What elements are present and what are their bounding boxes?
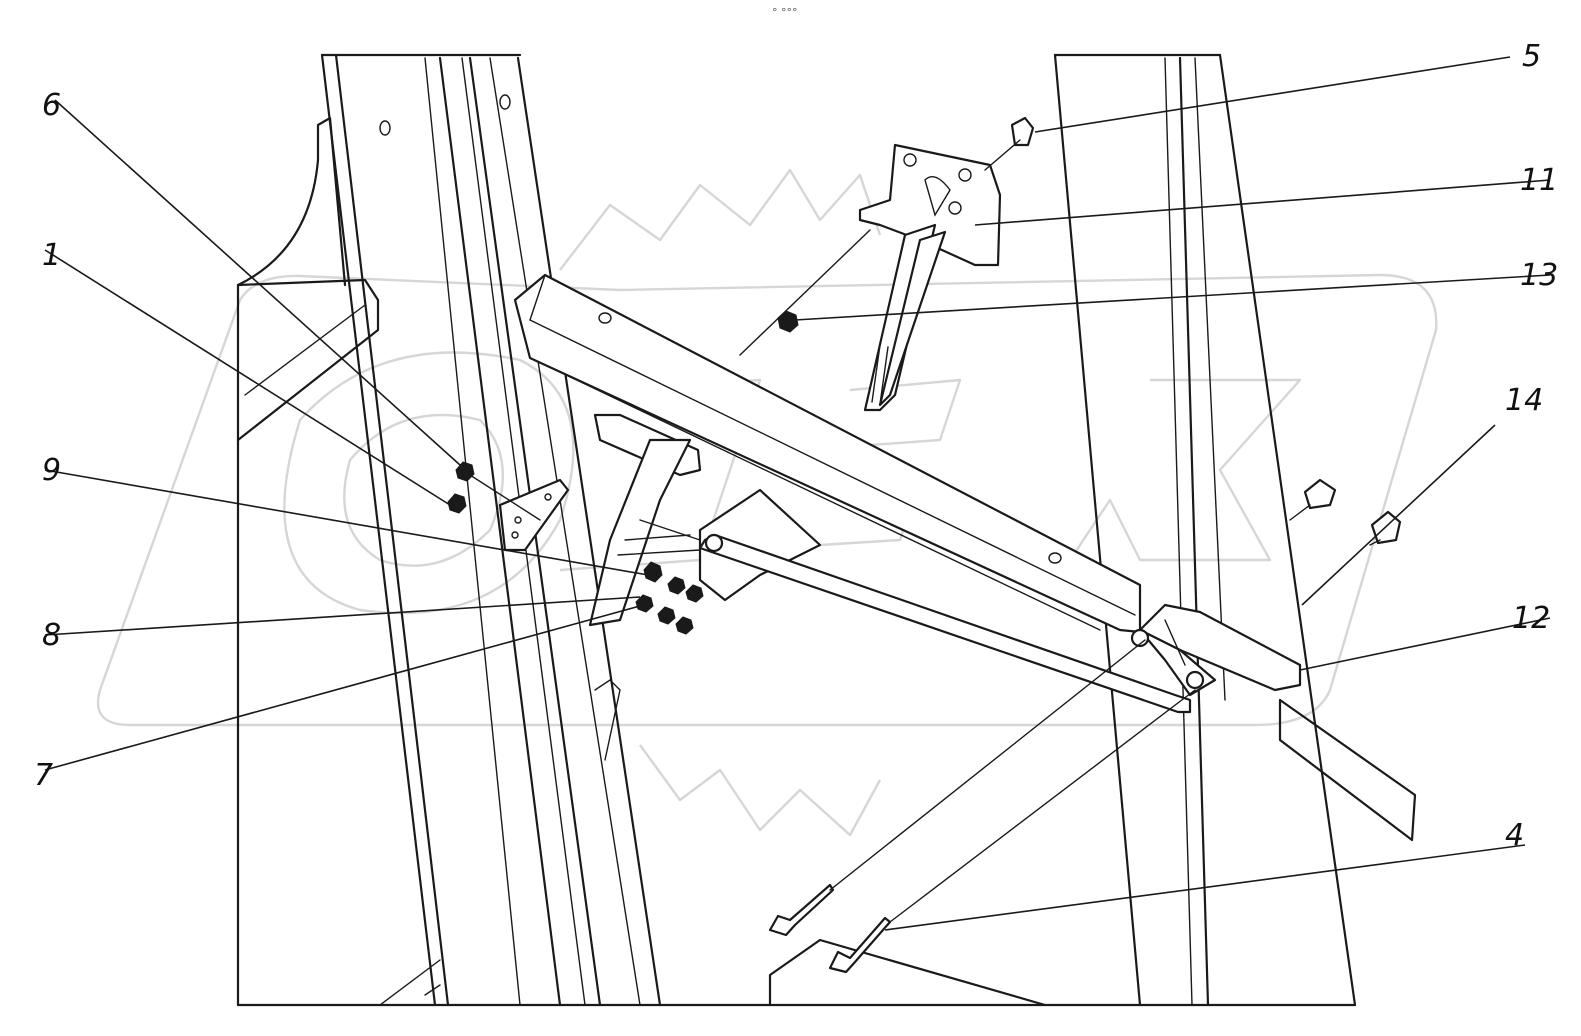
leader-lines <box>44 56 1551 931</box>
callout-8: 8 <box>42 618 61 653</box>
callout-6: 6 <box>42 88 61 123</box>
callout-13: 13 <box>1520 258 1558 293</box>
callout-labels: 5 11 13 14 12 4 6 1 9 8 7 <box>34 39 1558 853</box>
cab-frame <box>236 53 1417 1007</box>
callout-5: 5 <box>1522 39 1541 74</box>
callout-1: 1 <box>42 238 61 273</box>
right-lever <box>1130 603 1302 697</box>
lower-lever-assembly <box>498 413 822 761</box>
callout-14: 14 <box>1505 383 1543 418</box>
connecting-rod <box>639 519 1192 714</box>
header-mark: ° °°° <box>772 6 798 19</box>
callout-9: 9 <box>42 453 61 488</box>
callout-4: 4 <box>1505 818 1524 853</box>
callout-12: 12 <box>1512 601 1550 636</box>
fasteners <box>447 116 1402 974</box>
callout-7: 7 <box>34 758 53 793</box>
upper-hinge-bracket <box>858 143 1002 412</box>
callout-11: 11 <box>1520 163 1558 198</box>
